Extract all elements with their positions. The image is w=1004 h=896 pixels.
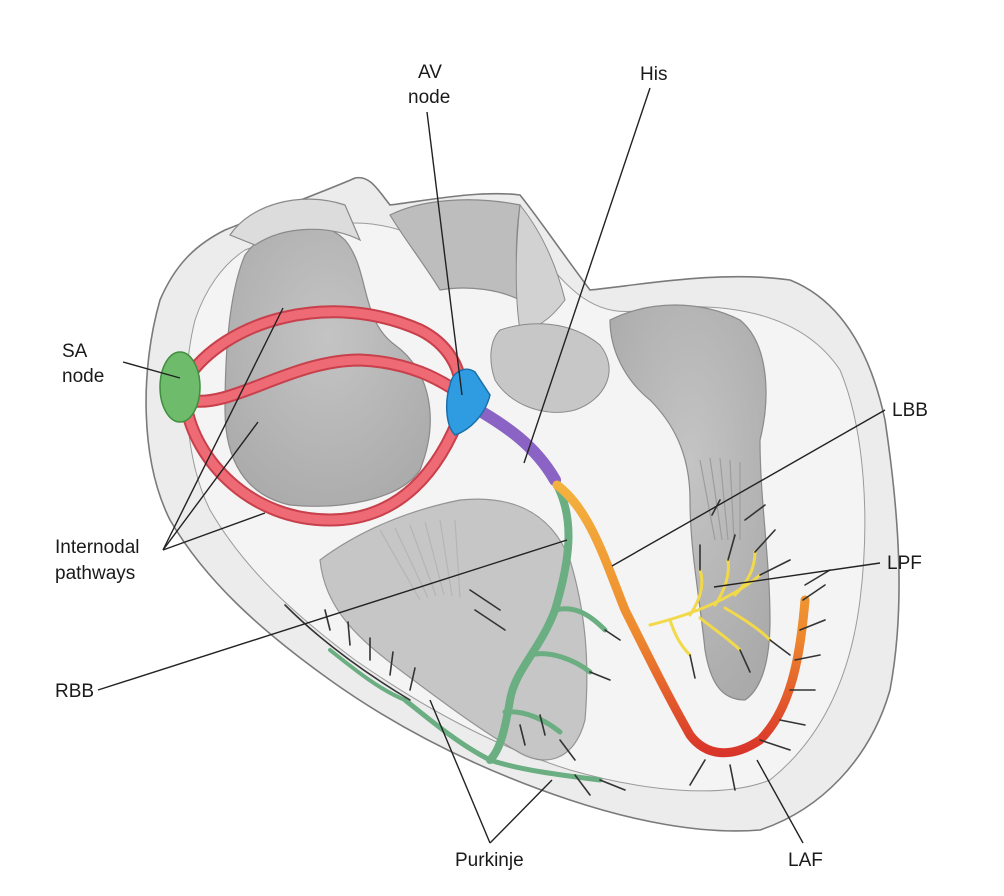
leader-lines bbox=[97, 87, 886, 844]
leader-internodal-3 bbox=[162, 512, 266, 551]
label-internodal-line1: Internodal bbox=[55, 537, 140, 558]
labels: AV node His SA node LBB Internodal pathw… bbox=[55, 62, 928, 871]
label-sa-node-line2: node bbox=[62, 366, 104, 387]
label-lpf: LPF bbox=[887, 553, 922, 574]
left-atrium bbox=[490, 323, 610, 413]
label-purkinje: Purkinje bbox=[455, 850, 524, 871]
leader-av-node bbox=[426, 111, 463, 396]
internodal-pathways bbox=[179, 305, 469, 527]
left-posterior-fascicle bbox=[648, 550, 772, 657]
leader-purkinje-2 bbox=[489, 779, 553, 844]
great-vessel-left bbox=[229, 198, 362, 246]
mitral-chordae bbox=[699, 457, 741, 541]
right-bundle-branch bbox=[328, 481, 608, 783]
label-av-node-line1: AV bbox=[418, 62, 442, 83]
label-laf: LAF bbox=[788, 850, 823, 871]
av-node bbox=[445, 368, 491, 436]
leader-laf bbox=[756, 759, 804, 844]
label-his: His bbox=[640, 64, 667, 85]
sa-node bbox=[159, 351, 201, 423]
leader-lpf bbox=[713, 562, 881, 588]
leader-rbb bbox=[97, 539, 568, 691]
label-av-node-line2: node bbox=[408, 87, 450, 108]
label-lbb: LBB bbox=[892, 400, 928, 421]
right-ventricle-chamber bbox=[319, 498, 588, 761]
left-ventricle-chamber bbox=[609, 304, 771, 701]
leader-lbb bbox=[611, 409, 886, 567]
left-bundle-branch bbox=[552, 480, 810, 758]
leader-internodal-1 bbox=[162, 307, 284, 551]
leader-his bbox=[523, 87, 651, 464]
purkinje-fibers bbox=[284, 499, 831, 796]
leader-internodal-2 bbox=[162, 421, 259, 551]
label-sa-node-line1: SA bbox=[62, 341, 88, 362]
label-internodal-line2: pathways bbox=[55, 563, 135, 584]
leader-sa-node bbox=[122, 361, 181, 379]
leader-purkinje-1 bbox=[429, 699, 491, 844]
label-rbb: RBB bbox=[55, 681, 94, 702]
